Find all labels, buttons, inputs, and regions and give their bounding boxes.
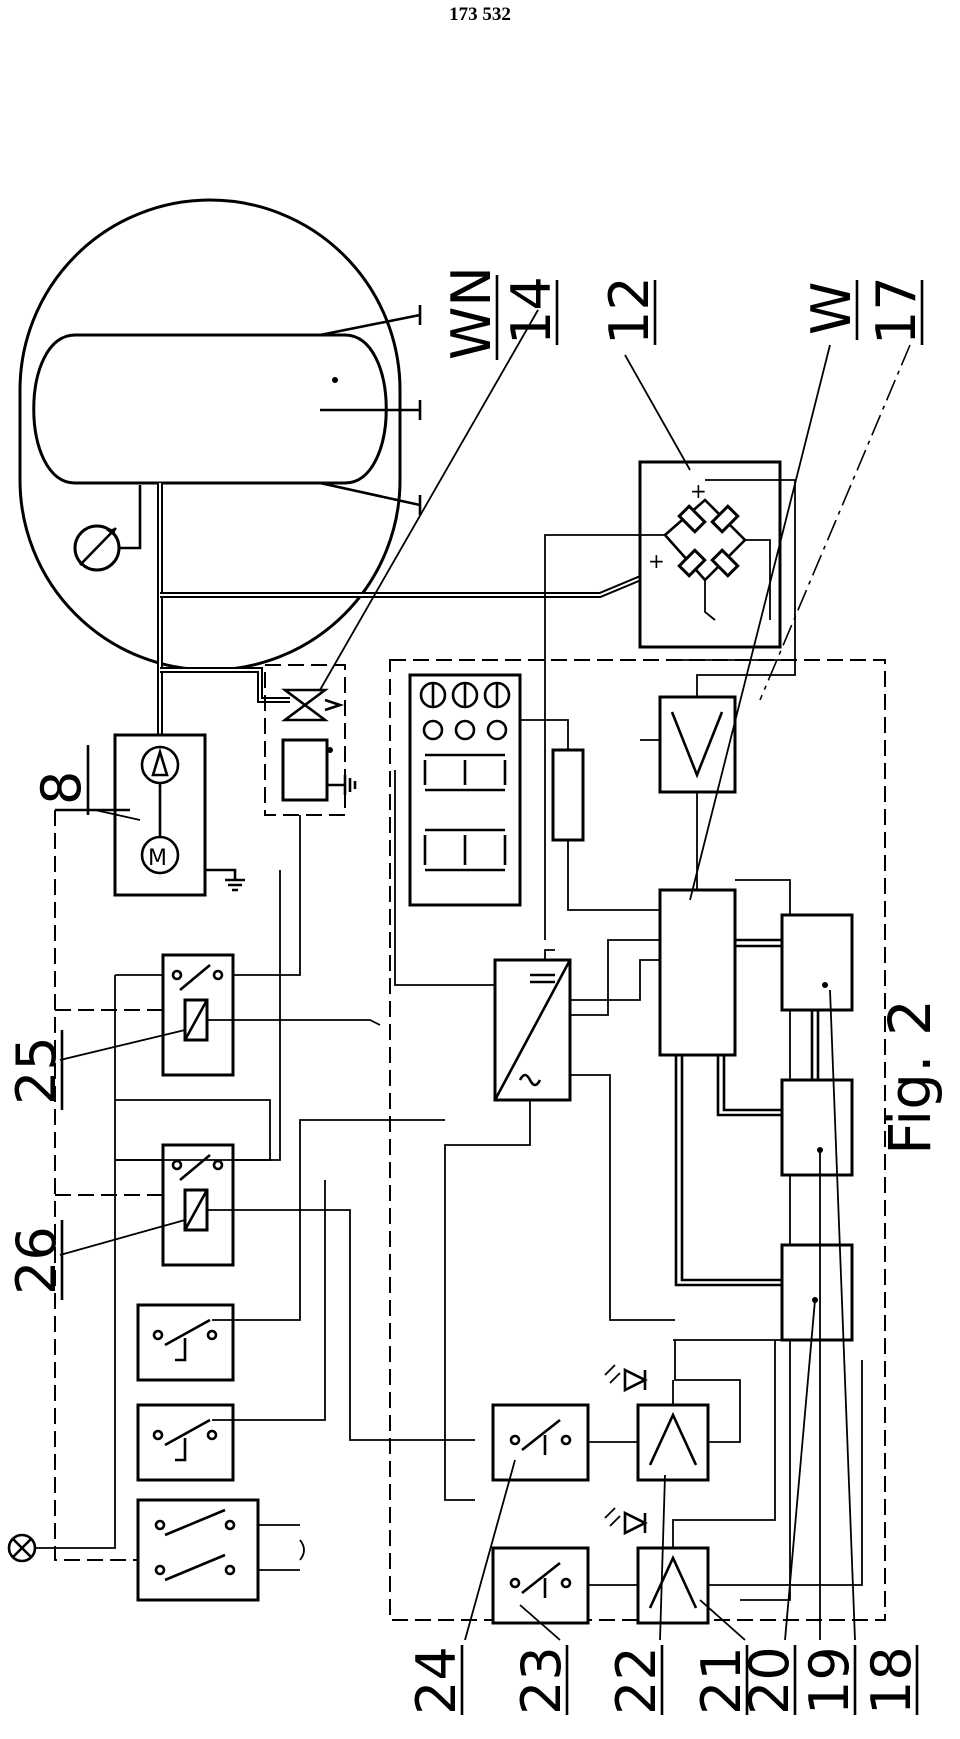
page-number: 173 532 — [449, 4, 511, 25]
label-17: 17 — [865, 276, 928, 345]
label-WN: WN — [440, 266, 503, 360]
relay-feed-wire — [114, 975, 271, 1385]
figure-caption: Fig. 2 — [876, 999, 944, 1155]
label-18: 18 — [860, 1646, 923, 1715]
switch-wires — [212, 1119, 445, 1421]
svg-text:M: M — [148, 846, 167, 871]
label-25: 25 — [5, 1036, 68, 1105]
label-26: 26 — [5, 1226, 68, 1295]
strain-gauge-bridge-12: + + — [544, 460, 796, 940]
label-24: 24 — [405, 1646, 468, 1715]
label-8: 8 — [30, 771, 93, 805]
indicator-lamp-icon — [7, 1385, 116, 1563]
reference-labels: 8 25 26 WN 14 12 W 17 Fig. 2 24 23 22 21… — [5, 266, 944, 1715]
label-21: 21 — [690, 1646, 753, 1715]
main-switch — [136, 1498, 305, 1602]
led-icon-21 — [604, 1507, 648, 1536]
relay-25 — [115, 815, 301, 1077]
comparator-21 — [588, 1340, 863, 1625]
power-supply-converter — [394, 770, 675, 1501]
label-22: 22 — [605, 1646, 668, 1715]
pressure-switch-b — [136, 1403, 235, 1482]
label-W: W — [800, 282, 863, 335]
pressure-gauge-icon — [73, 485, 142, 572]
earth-bus — [54, 810, 138, 1561]
label-14: 14 — [500, 276, 563, 345]
label-19: 19 — [798, 1646, 861, 1715]
pressure-switch-a — [136, 1303, 235, 1382]
relay-23 — [491, 1546, 590, 1625]
solenoid-valve-14 — [264, 664, 357, 816]
label-12: 12 — [598, 276, 661, 345]
module-18 — [735, 913, 854, 1080]
earth-taps — [55, 809, 163, 1196]
svg-text:+: + — [648, 549, 665, 573]
relay-24 — [491, 1403, 590, 1482]
module-19 — [716, 1055, 854, 1177]
pump-motor-unit: M — [55, 733, 245, 897]
svg-text:+: + — [690, 479, 707, 503]
label-23: 23 — [510, 1646, 573, 1715]
pressure-tank — [18, 198, 422, 672]
led-icon-22 — [604, 1364, 648, 1393]
label-20: 20 — [738, 1646, 801, 1715]
microcontroller-17 — [658, 879, 791, 1601]
relay-25-signal-wire — [207, 1019, 381, 1026]
relay-26 — [115, 870, 475, 1441]
resistor-element — [520, 719, 660, 911]
amplifier-v — [640, 660, 796, 890]
comparator-22 — [588, 1339, 800, 1482]
leader-lines — [59, 309, 911, 1641]
display-panel — [408, 673, 522, 907]
